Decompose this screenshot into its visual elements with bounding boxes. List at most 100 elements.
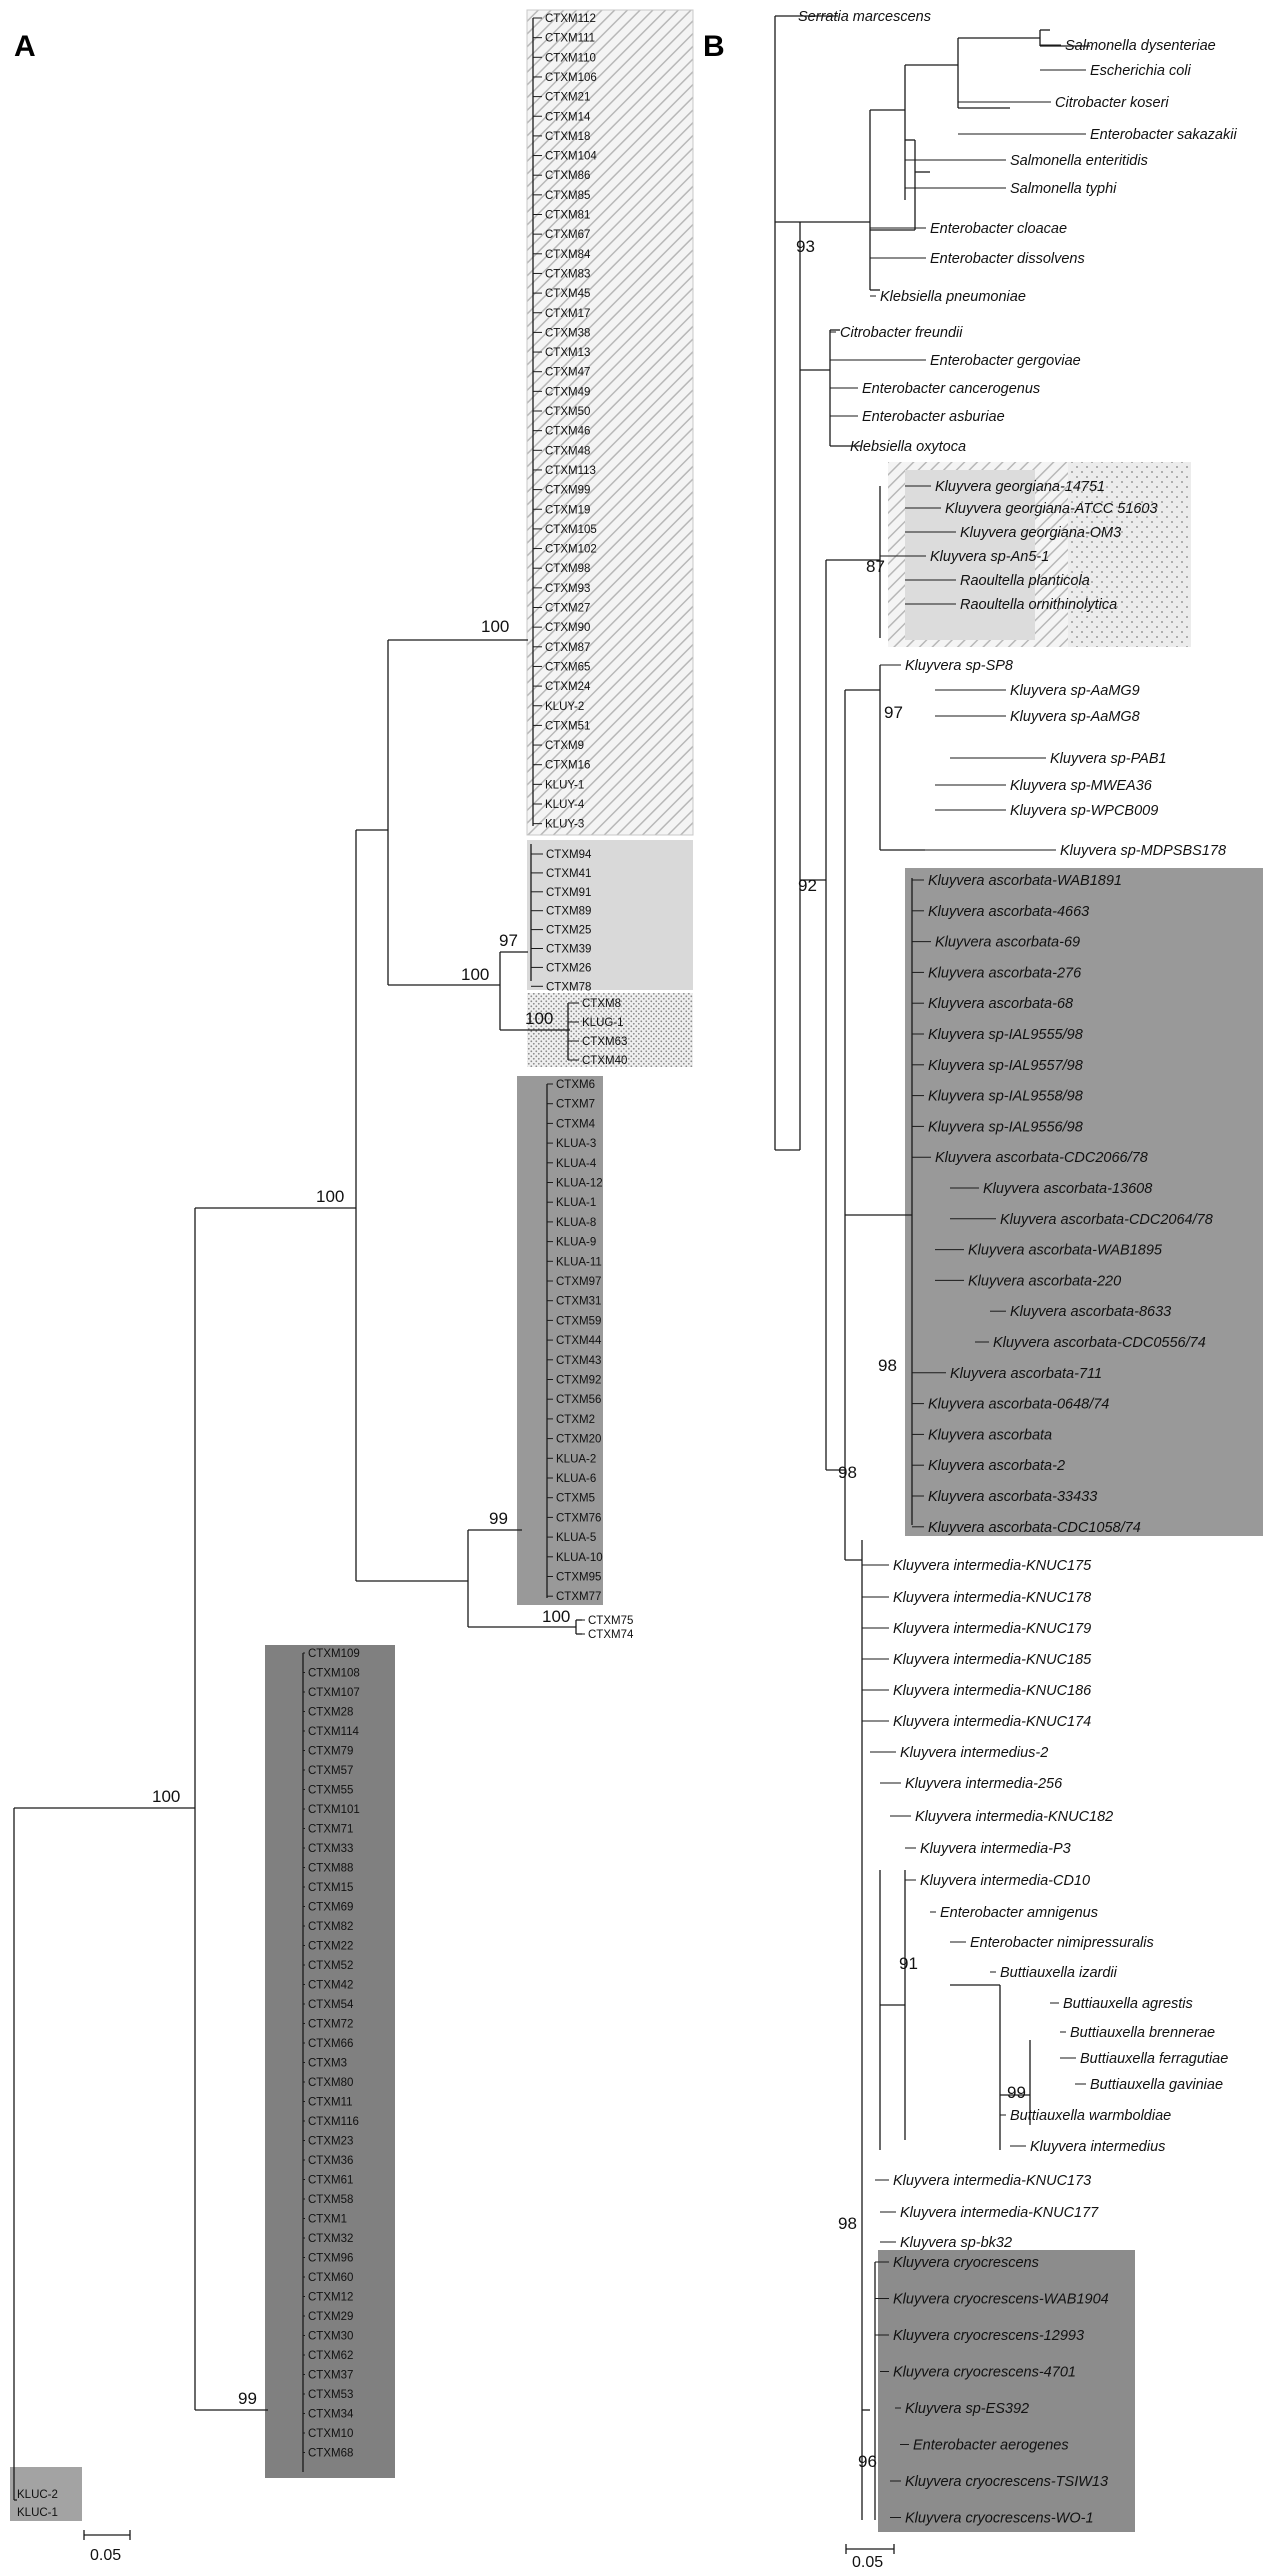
- leaf-label-b: Kluyvera sp-WPCB009: [1010, 803, 1158, 819]
- panel-a-leaf-labels: CTXM112CTXM111CTXM110CTXM106CTXM21CTXM14…: [17, 13, 634, 2519]
- leaf-label-a: CTXM33: [308, 1843, 353, 1855]
- leaf-label-b: Kluyvera cryocrescens-12993: [893, 2328, 1084, 2344]
- leaf-label-b: Kluyvera intermedia-KNUC178: [893, 1590, 1091, 1606]
- leaf-label-a: CTXM89: [546, 906, 591, 918]
- leaf-label-a: CTXM56: [556, 1394, 601, 1406]
- leaf-label-b: Kluyvera sp-IAL9556/98: [928, 1119, 1083, 1135]
- panel-b-scale-label: 0.05: [852, 2554, 883, 2571]
- leaf-label-a: CTXM106: [545, 72, 597, 84]
- leaf-label-a: CTXM39: [546, 944, 591, 956]
- leaf-label-a: KLUA-6: [556, 1473, 596, 1485]
- leaf-label-b: Kluyvera sp-SP8: [905, 658, 1013, 674]
- leaf-label-b: Kluyvera intermedia-256: [905, 1776, 1063, 1792]
- leaf-label-a: CTXM57: [308, 1765, 353, 1777]
- leaf-label-b: Kluyvera intermedia-KNUC185: [893, 1652, 1092, 1668]
- leaf-label-a: CTXM27: [545, 603, 590, 615]
- bootstrap-a-8: 100: [152, 1787, 180, 1806]
- leaf-label-b: Enterobacter cloacae: [930, 221, 1067, 237]
- leaf-label-a: CTXM34: [308, 2409, 354, 2421]
- leaf-label-a: CTXM75: [588, 1615, 633, 1627]
- leaf-label-b: Kluyvera cryocrescens-TSIW13: [905, 2474, 1108, 2490]
- leaf-label-a: CTXM109: [308, 1648, 360, 1660]
- leaf-label-a: CTXM108: [308, 1668, 360, 1680]
- leaf-label-b: Kluyvera intermedius-2: [900, 1745, 1048, 1761]
- leaf-label-b: Kluyvera ascorbata-WAB1895: [968, 1243, 1163, 1259]
- leaf-label-a: CTXM101: [308, 1804, 360, 1816]
- leaf-label-a: CTXM21: [545, 92, 590, 104]
- leaf-label-a: CTXM23: [308, 2136, 353, 2148]
- leaf-label-b: Kluyvera intermedia-KNUC182: [915, 1809, 1113, 1825]
- panel-a-scale-bar: 0.05: [83, 2530, 131, 2564]
- leaf-label-a: CTXM9: [545, 740, 584, 752]
- leaf-label-b: Kluyvera ascorbata-13608: [983, 1181, 1152, 1197]
- leaf-label-a: CTXM102: [545, 544, 597, 556]
- panel-a-scale-label: 0.05: [90, 2547, 121, 2564]
- leaf-label-a: KLUG-1: [582, 1017, 624, 1029]
- leaf-label-a: CTXM18: [545, 131, 590, 143]
- leaf-label-b: Kluyvera cryocrescens-WAB1904: [893, 2292, 1109, 2308]
- bootstrap-b-2: 87: [866, 557, 885, 576]
- leaf-label-a: CTXM86: [545, 170, 590, 182]
- leaf-label-b: Kluyvera ascorbata-220: [968, 1273, 1121, 1289]
- bootstrap-b-10: 96: [858, 2452, 877, 2471]
- leaf-label-a: CTXM31: [556, 1296, 601, 1308]
- leaf-label-a: CTXM85: [545, 190, 590, 202]
- leaf-label-a: CTXM98: [545, 563, 590, 575]
- leaf-label-a: CTXM20: [556, 1434, 601, 1446]
- leaf-label-a: CTXM52: [308, 1960, 353, 1972]
- leaf-label-a: CTXM83: [545, 268, 590, 280]
- leaf-label-a: CTXM13: [545, 347, 590, 359]
- leaf-label-a: CTXM97: [556, 1276, 601, 1288]
- leaf-label-b: Enterobacter asburiae: [862, 409, 1005, 425]
- panel-b-bootstrap: 93 87 97 92 98 98 91 99 98 96: [796, 237, 1026, 2471]
- leaf-label-a: CTXM15: [308, 1882, 353, 1894]
- leaf-label-a: KLUA-3: [556, 1138, 596, 1150]
- panel-a-bootstrap: 100 97 100 100 100 99 100 100 99: [152, 617, 570, 2408]
- leaf-label-a: KLUA-9: [556, 1237, 596, 1249]
- leaf-label-a: CTXM48: [545, 445, 590, 457]
- leaf-label-a: CTXM111: [545, 33, 595, 45]
- leaf-label-b: Kluyvera sp-An5-1: [930, 549, 1049, 565]
- leaf-label-a: CTXM112: [545, 13, 596, 25]
- leaf-label-b: Kluyvera sp-MDPSBS178: [1060, 843, 1226, 859]
- b-box-ascorbata: [905, 868, 1263, 1536]
- leaf-label-a: CTXM5: [556, 1493, 595, 1505]
- leaf-label-b: Kluyvera sp-IAL9557/98: [928, 1058, 1083, 1074]
- leaf-label-a: CTXM28: [308, 1707, 353, 1719]
- leaf-label-a: CTXM41: [546, 868, 591, 880]
- leaf-label-a: CTXM80: [308, 2077, 353, 2089]
- leaf-label-b: Kluyvera sp-AaMG8: [1010, 709, 1140, 725]
- leaf-label-a: CTXM2: [556, 1414, 595, 1426]
- leaf-label-b: Buttiauxella izardii: [1000, 1965, 1118, 1981]
- bootstrap-b-8: 99: [1007, 2083, 1026, 2102]
- leaf-label-a: CTXM36: [308, 2155, 353, 2167]
- leaf-label-b: Salmonella dysenteriae: [1065, 38, 1216, 54]
- leaf-label-a: CTXM49: [545, 386, 590, 398]
- leaf-label-b: Kluyvera ascorbata-69: [935, 935, 1080, 951]
- bootstrap-a-6: 99: [489, 1509, 508, 1528]
- leaf-label-b: Kluyvera georgiana-OM3: [960, 525, 1121, 541]
- leaf-label-b: Buttiauxella warmboldiae: [1010, 2108, 1171, 2124]
- leaf-label-a: CTXM82: [308, 1921, 353, 1933]
- leaf-label-b: Raoultella planticola: [960, 573, 1090, 589]
- leaf-label-a: CTXM19: [545, 504, 590, 516]
- leaf-label-a: CTXM104: [545, 151, 597, 163]
- leaf-label-b: Citrobacter freundii: [840, 325, 963, 341]
- leaf-label-a: CTXM72: [308, 2019, 353, 2031]
- leaf-label-b: Kluyvera ascorbata-0648/74: [928, 1397, 1109, 1413]
- leaf-label-b: Kluyvera ascorbata-2: [928, 1458, 1065, 1474]
- leaf-label-a: CTXM96: [308, 2253, 353, 2265]
- leaf-label-a: CTXM58: [308, 2194, 353, 2206]
- leaf-label-b: Raoultella ornithinolytica: [960, 597, 1117, 613]
- cluster-box-darker: [265, 1645, 395, 2478]
- leaf-label-a: CTXM14: [545, 111, 591, 123]
- leaf-label-a: CTXM42: [308, 1980, 353, 1992]
- leaf-label-a: KLUA-1: [556, 1197, 596, 1209]
- leaf-label-a: CTXM99: [545, 485, 590, 497]
- leaf-label-a: KLUY-3: [545, 819, 584, 831]
- leaf-label-a: KLUY-1: [545, 779, 584, 791]
- leaf-label-a: CTXM3: [308, 2058, 347, 2070]
